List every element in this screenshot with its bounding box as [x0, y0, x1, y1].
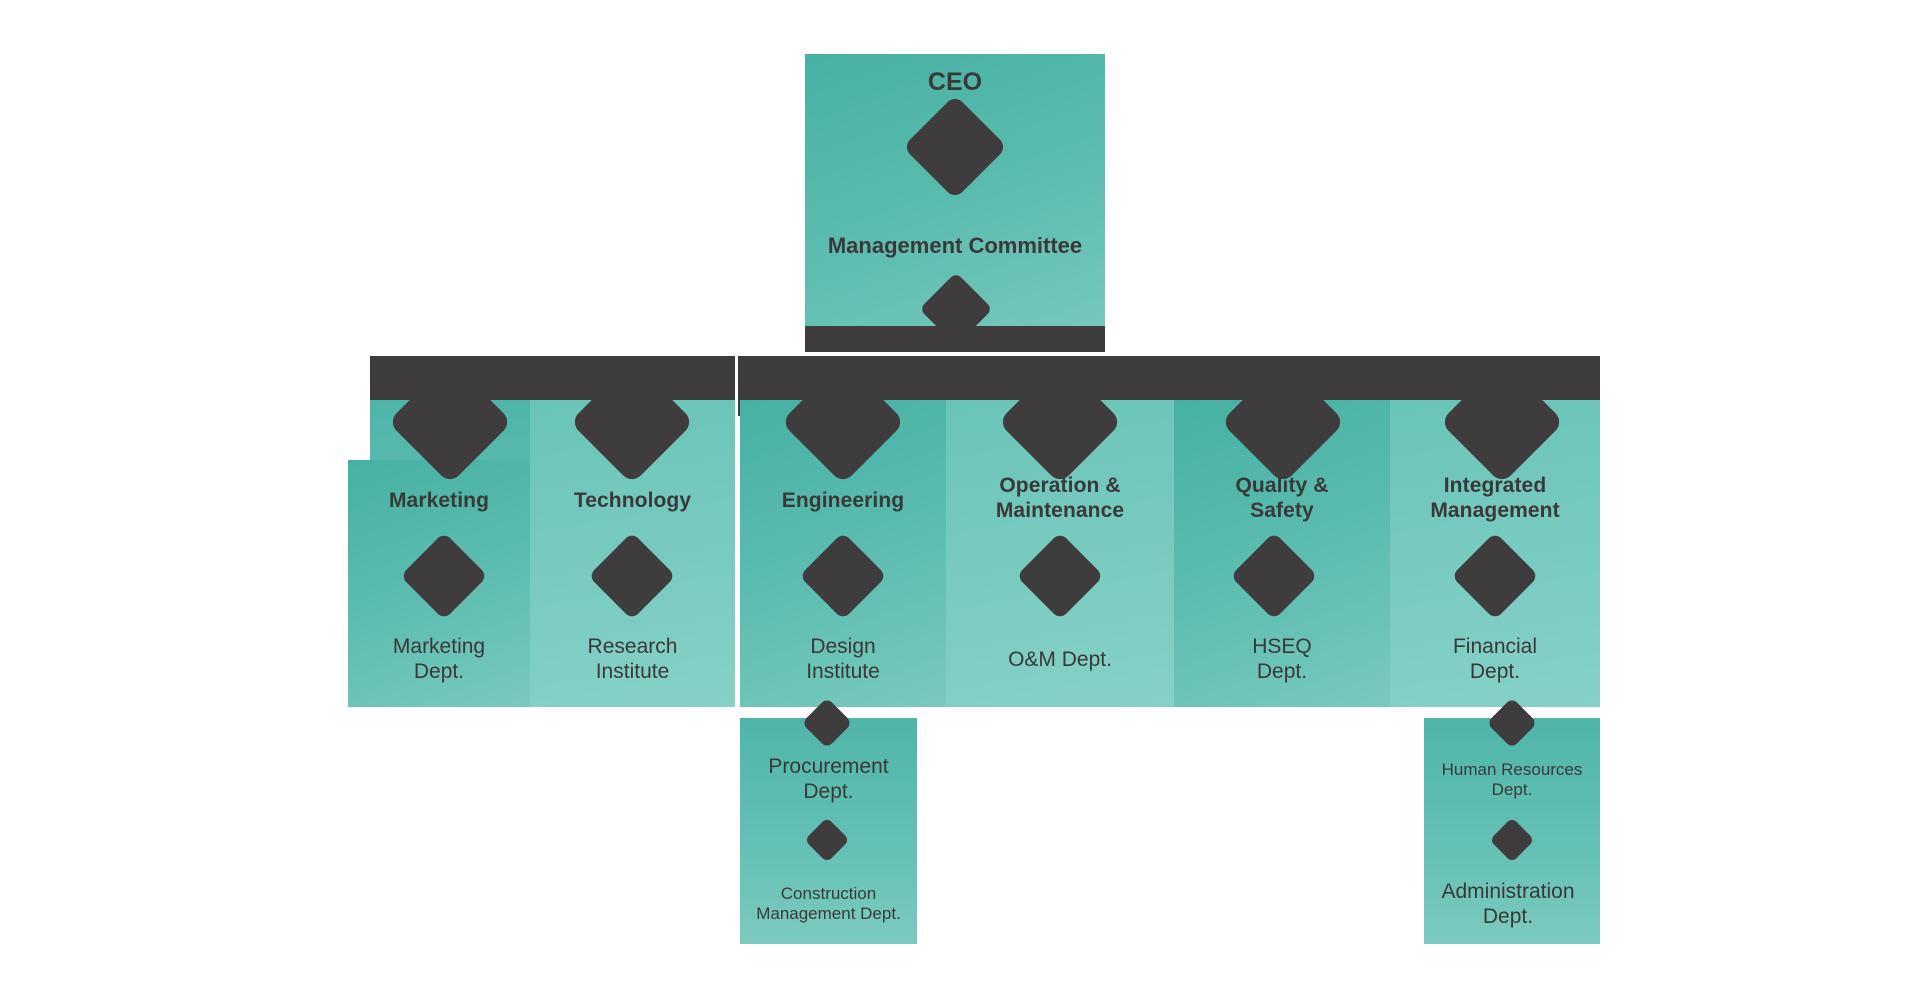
org-chart-canvas: CEO Management Committee Marketing Marke… — [348, 54, 1600, 944]
